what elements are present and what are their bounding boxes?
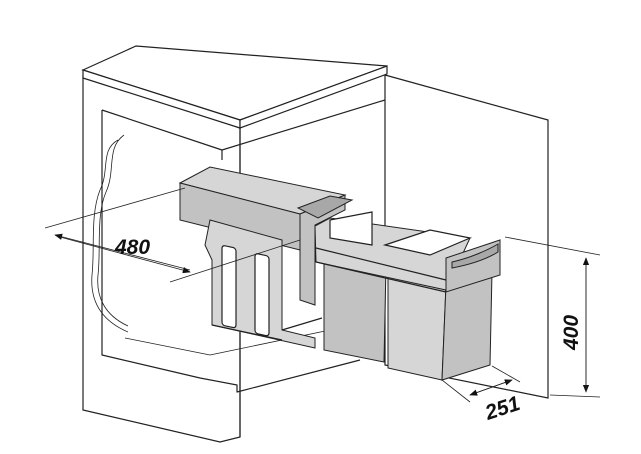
depth-label: 480 — [114, 236, 150, 259]
width-label: 251 — [481, 392, 522, 425]
waste-bin-unit — [178, 166, 501, 381]
height-label: 400 — [560, 315, 583, 351]
dimension-depth: 480 — [44, 187, 301, 283]
dimension-height: 400 — [504, 236, 601, 398]
cabinet-body — [81, 45, 388, 443]
